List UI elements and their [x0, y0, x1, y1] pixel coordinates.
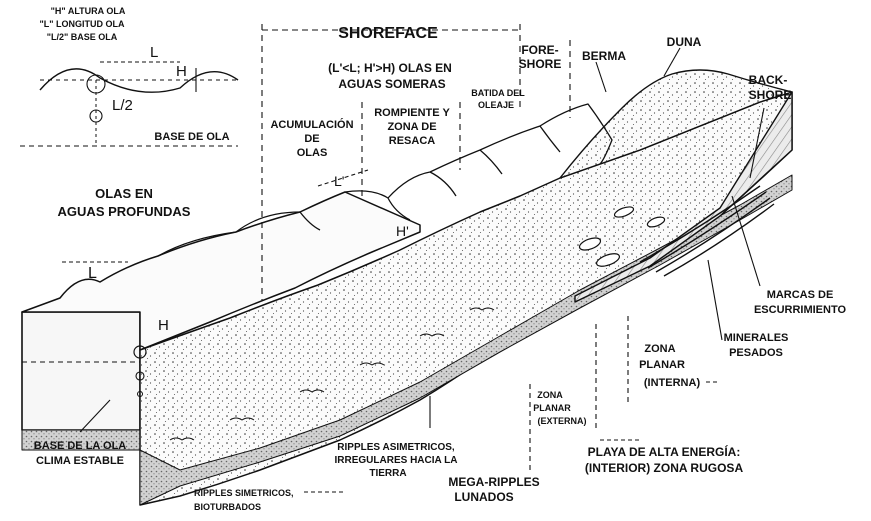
symbol-l-prime: L'	[334, 173, 344, 189]
inset-wave-profile	[39, 68, 239, 93]
orbital-small	[137, 391, 143, 397]
wave-inset	[20, 61, 239, 147]
label-zona-ext-3: (EXTERNA)	[538, 416, 587, 426]
orbital-large	[133, 345, 147, 359]
label-backshore-2: SHORE	[749, 88, 792, 102]
leader-berma	[595, 61, 607, 93]
ocean-surface	[21, 191, 421, 351]
leader-minerales	[707, 259, 723, 341]
label-rompiente-1: ROMPIENTE Y	[374, 107, 450, 119]
label-ripples-asim-3: TIERRA	[369, 468, 406, 479]
label-foreshore-1: FORE-	[521, 43, 558, 57]
label-base-de-ola: BASE DE OLA	[154, 131, 229, 143]
mega-ripple-4	[646, 216, 666, 228]
label-profundas-2: AGUAS PROFUNDAS	[58, 204, 191, 219]
annotation-lines	[62, 24, 765, 493]
leader-duna	[663, 47, 681, 77]
label-playa-1: PLAYA DE ALTA ENERGÍA:	[588, 444, 741, 459]
label-shoreface: SHOREFACE	[338, 25, 438, 42]
label-zona-int-1: ZONA	[644, 343, 675, 355]
l-prime-dim	[317, 169, 369, 187]
inset-orbital	[89, 109, 103, 123]
ripple-marks	[169, 307, 495, 441]
label-mega-2: LUNADOS	[454, 490, 513, 504]
front-water-face	[21, 311, 141, 431]
label-minerales-1: MINERALES	[724, 332, 789, 344]
label-batida-1: BATIDA DEL	[471, 88, 525, 98]
symbol-h-block: H	[158, 317, 169, 334]
label-batida-2: OLEAJE	[478, 100, 514, 110]
label-acumulacion-3: OLAS	[297, 147, 328, 159]
shallow-wave-front	[157, 211, 301, 257]
mega-ripple-3	[613, 206, 635, 218]
label-zona-ext-1: ZONA	[537, 390, 563, 400]
leader-backshore	[749, 107, 765, 179]
leader-marcas	[731, 195, 761, 287]
label-minerales-2: PESADOS	[729, 347, 783, 359]
label-duna: DUNA	[667, 35, 702, 49]
label-berma: BERMA	[582, 49, 626, 63]
label-shallow-waves-1: (L'<L; H'>H) OLAS EN	[328, 61, 452, 75]
label-zona-ext-2: PLANAR	[533, 403, 571, 413]
symbol-l-inset: L	[150, 44, 158, 61]
wave-crests	[299, 103, 613, 231]
dune-side-face	[574, 91, 793, 303]
label-profundas-1: OLAS EN	[95, 186, 153, 201]
legend-l: "L" LONGITUD OLA	[39, 19, 125, 29]
label-playa-2: (INTERIOR) ZONA RUGOSA	[585, 461, 744, 475]
label-rompiente-3: RESACA	[389, 135, 436, 147]
label-ripples-sim-2: BIOTURBADOS	[194, 502, 261, 512]
label-zona-int-2: PLANAR	[639, 359, 685, 371]
heavy-mineral-streaks	[639, 185, 775, 277]
label-base-estable-1: BASE DE LA OLA	[34, 440, 127, 452]
label-ripples-sim-1: RIPPLES SIMETRICOS,	[194, 488, 294, 498]
label-base-estable-2: CLIMA ESTABLE	[36, 455, 124, 467]
label-shallow-waves-2: AGUAS SOMERAS	[338, 77, 445, 91]
legend-l2: "L/2" BASE OLA	[47, 32, 118, 42]
leader-base-estable	[79, 399, 111, 433]
symbol-l-block: L	[88, 265, 97, 282]
inset-orbital-top	[86, 74, 106, 94]
symbol-h-inset: H	[176, 63, 187, 80]
label-acumulacion-2: DE	[304, 133, 319, 145]
orbital-medium	[135, 371, 145, 381]
label-acumulacion-1: ACUMULACIÓN	[270, 118, 353, 131]
bottom-sand-strip	[139, 174, 793, 506]
symbol-h-prime: H'	[396, 223, 409, 239]
label-marcas-2: ESCURRIMIENTO	[754, 304, 847, 316]
label-foreshore-2: SHORE	[519, 57, 562, 71]
label-zona-int-3: (INTERNA)	[644, 377, 701, 389]
label-ripples-asim-2: IRREGULARES HACIA LA	[335, 455, 458, 466]
symbol-l2-inset: L/2	[112, 97, 133, 114]
block-diagram	[21, 69, 793, 506]
label-marcas-1: MARCAS DE	[767, 289, 834, 301]
mega-ripple-2	[595, 253, 621, 267]
label-backshore-1: BACK-	[749, 73, 788, 87]
label-mega-1: MEGA-RIPPLES	[448, 475, 539, 489]
label-rompiente-2: ZONA DE	[387, 121, 436, 133]
label-ripples-asim-1: RIPPLES ASIMETRICOS,	[337, 442, 455, 453]
mega-ripple-1	[578, 237, 602, 251]
legend-h: "H" ALTURA OLA	[51, 6, 126, 16]
